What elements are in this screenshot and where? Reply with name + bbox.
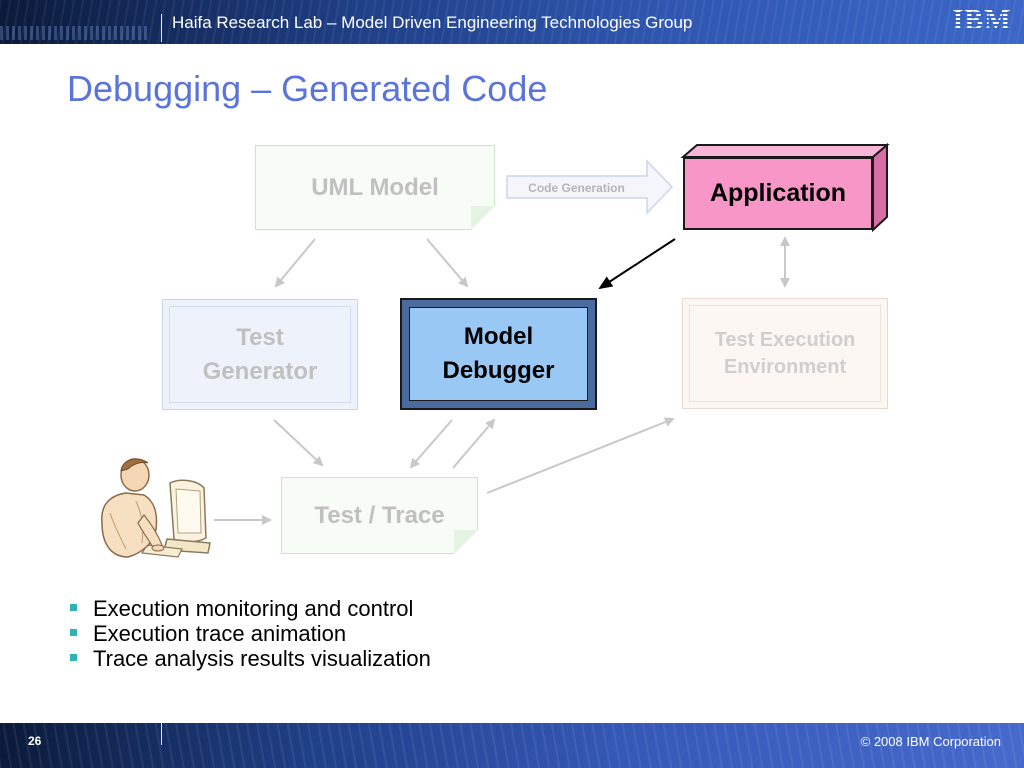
page-number: 26 (28, 734, 42, 748)
test-generator-box: Test Generator (162, 299, 358, 410)
arrow-debugger-to-trace (409, 419, 453, 469)
footer-separator (161, 723, 162, 745)
bullet-text: Execution trace animation (93, 621, 347, 646)
test-trace-box: Test / Trace (281, 477, 478, 554)
application-label: Application (709, 179, 847, 207)
application-box: Application (683, 157, 873, 230)
header-dots-decoration (0, 26, 150, 40)
header-bar: Haifa Research Lab – Model Driven Engine… (0, 0, 1024, 44)
header-decoration (0, 0, 1024, 44)
arrow-application-to-debugger (598, 238, 676, 290)
bullet-marker (70, 604, 77, 611)
test-execution-environment-label: Test Execution Environment (714, 328, 856, 378)
bullet-item: Execution monitoring and control (70, 596, 431, 621)
test-generator-inner-border (169, 306, 351, 403)
slide-title: Debugging – Generated Code (67, 68, 548, 109)
bullet-item: Execution trace animation (70, 621, 431, 646)
model-debugger-label: Model Debugger (442, 323, 555, 384)
bullet-marker (70, 654, 77, 661)
bullet-marker (70, 629, 77, 636)
bullet-list: Execution monitoring and control Executi… (70, 596, 431, 671)
test-trace-label: Test / Trace (314, 501, 445, 529)
bullet-text: Execution monitoring and control (93, 596, 414, 621)
test-execution-environment-box: Test Execution Environment (682, 298, 888, 409)
model-debugger-box: Model Debugger (400, 298, 597, 410)
test-execution-inner-border (689, 305, 881, 402)
footer-bar (0, 723, 1024, 768)
bullet-item: Trace analysis results visualization (70, 646, 431, 671)
code-generation-label: Code Generation (528, 181, 625, 195)
bullet-text: Trace analysis results visualization (93, 646, 431, 671)
application-box-side (872, 142, 888, 233)
arrow-uml-to-debugger (426, 238, 469, 288)
uml-model-fold (471, 206, 495, 230)
application-box-top (680, 144, 890, 158)
test-trace-fold (454, 530, 478, 554)
arrow-trace-to-debugger (452, 418, 496, 469)
arrow-uml-to-testgen (274, 238, 316, 288)
uml-model-box: UML Model (255, 145, 495, 230)
uml-model-label: UML Model (311, 173, 439, 201)
test-generator-label: Test Generator (202, 323, 318, 385)
arrow-trace-to-testexec (486, 417, 675, 494)
arrow-testgen-to-trace (273, 419, 324, 467)
ibm-logo: IBM (946, 5, 1018, 36)
copyright-text: © 2008 IBM Corporation (860, 734, 1001, 749)
model-debugger-face (409, 307, 588, 401)
footer-decoration (0, 723, 1024, 768)
header-title: Haifa Research Lab – Model Driven Engine… (172, 13, 693, 32)
person-at-computer-icon (101, 458, 211, 558)
code-generation-arrow (506, 159, 674, 215)
header-separator (161, 14, 162, 42)
